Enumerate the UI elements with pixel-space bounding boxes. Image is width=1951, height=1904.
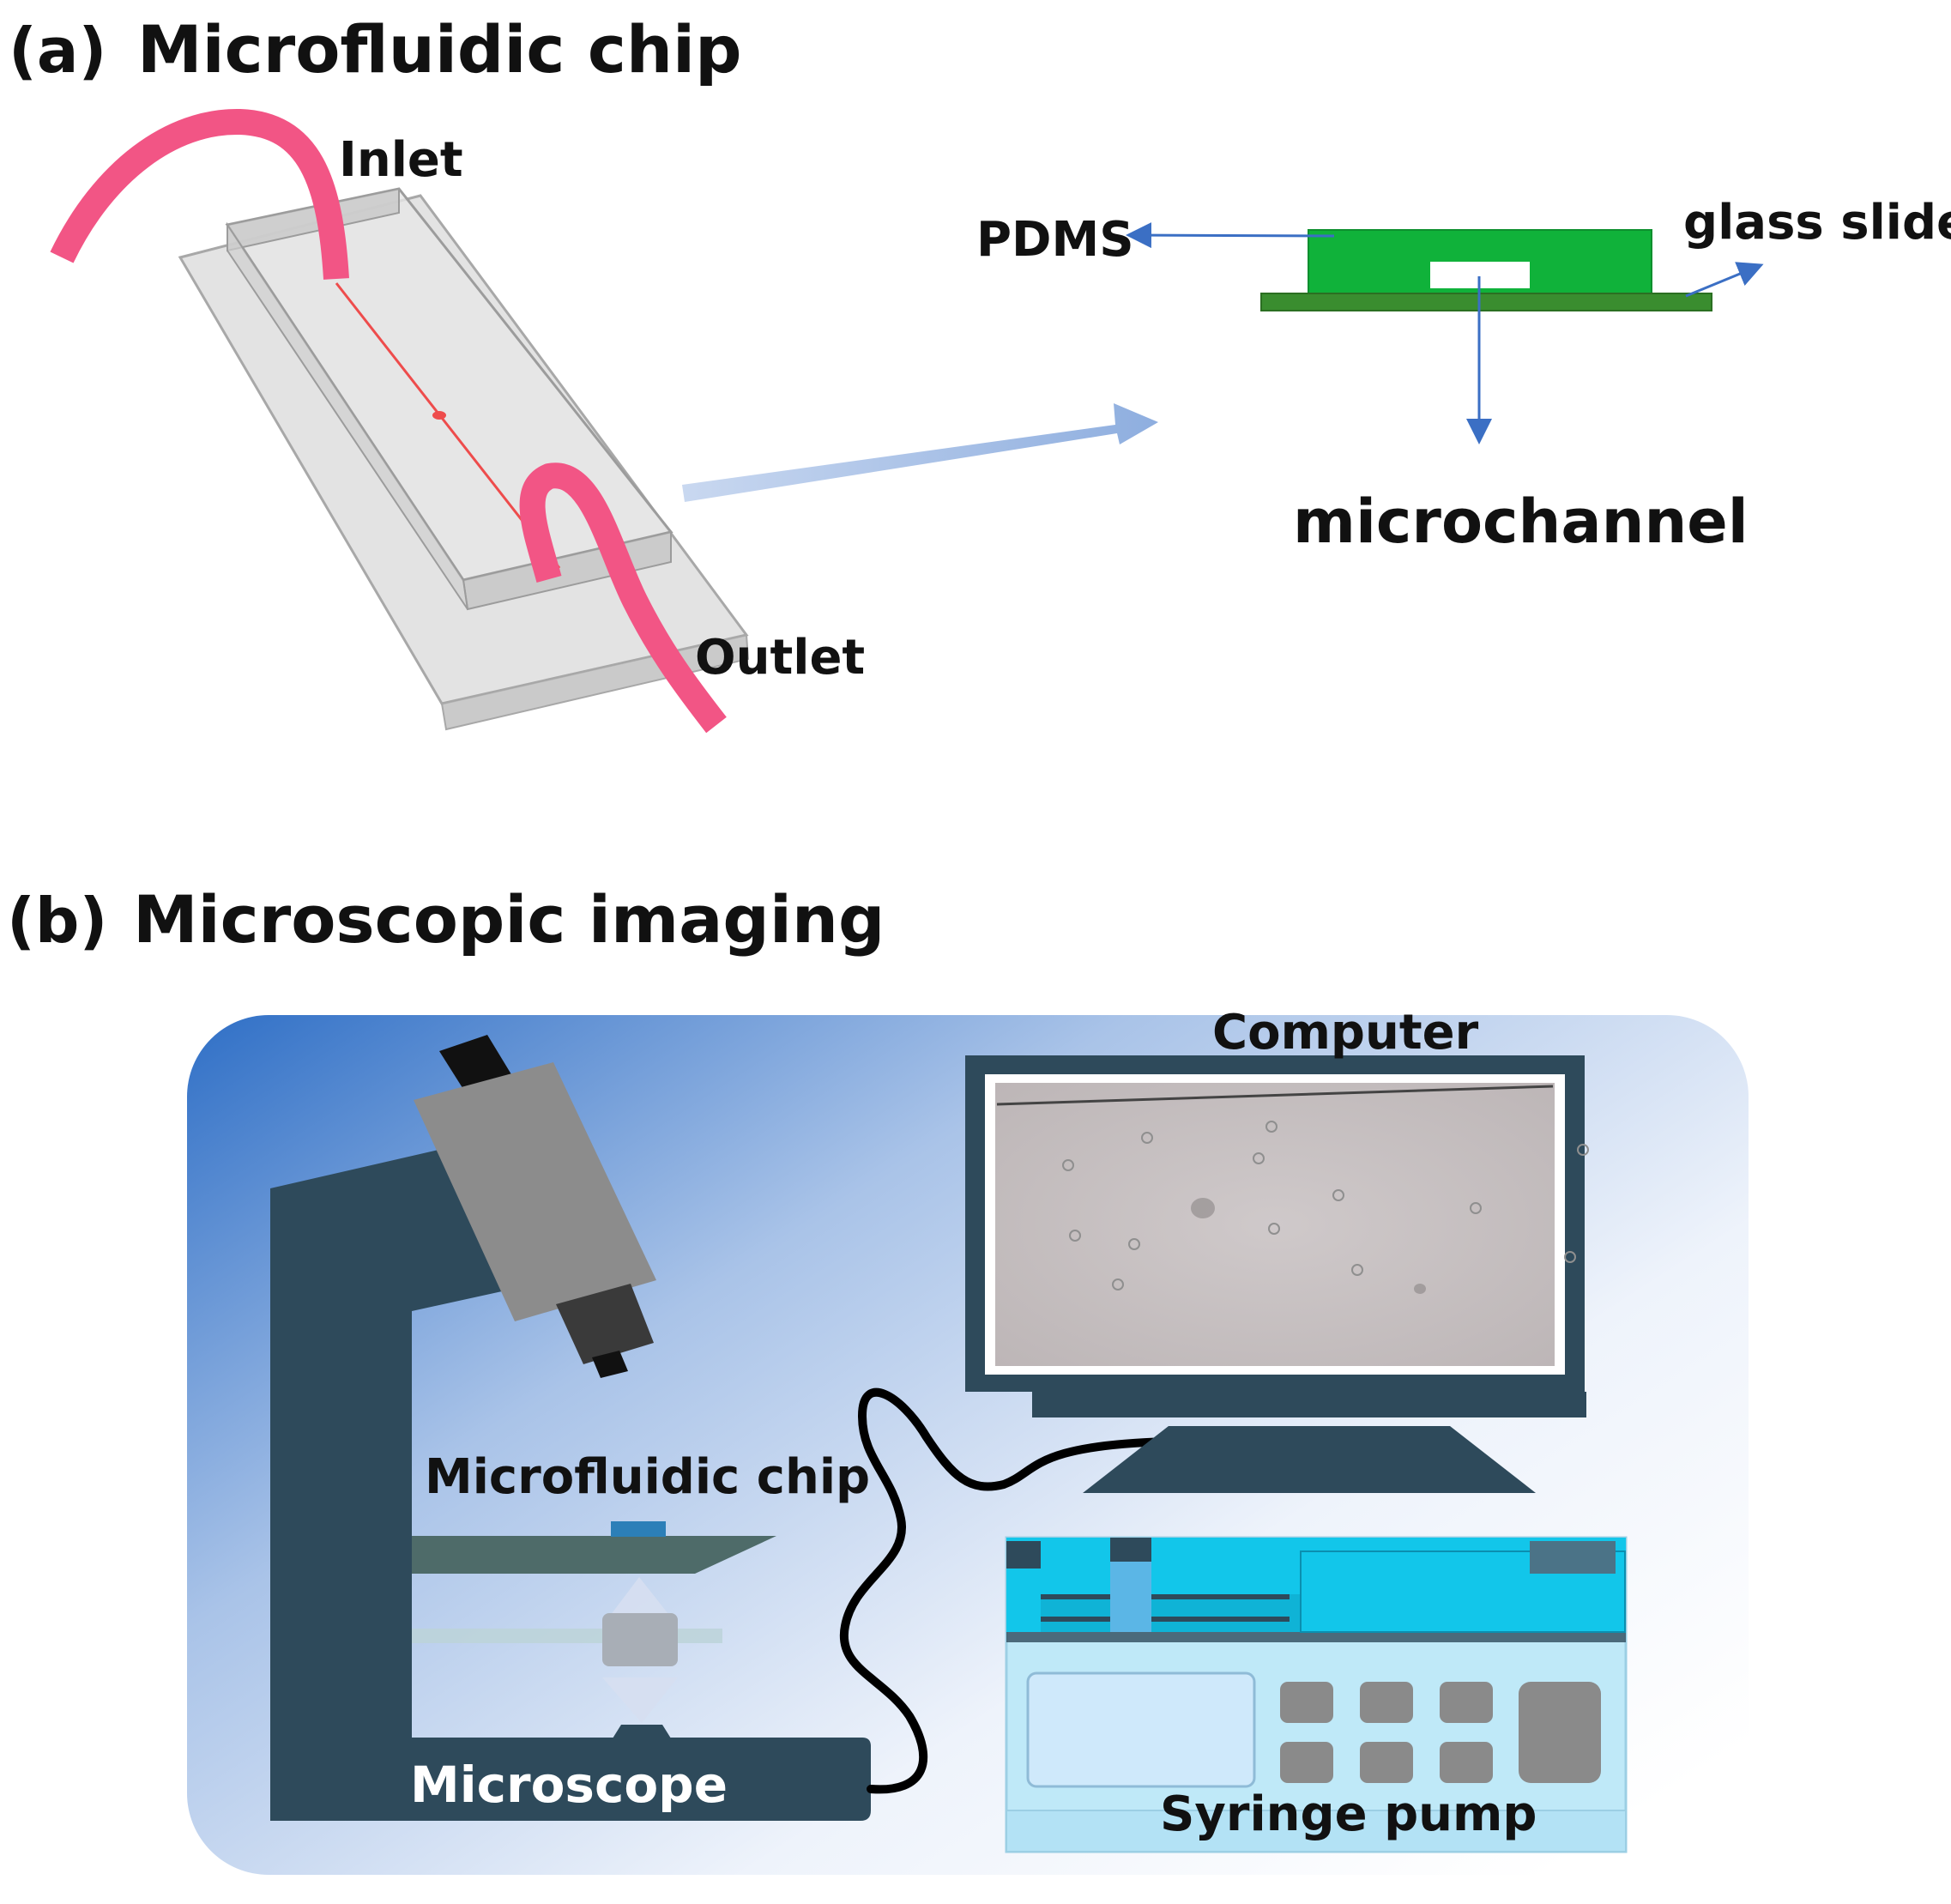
label-syringe-pump: Syringe pump	[1160, 1786, 1537, 1842]
cross-section-glass-slide	[1260, 293, 1712, 311]
label-glass-slide: glass slide	[1683, 195, 1951, 251]
transition-arrow	[682, 403, 1158, 502]
label-microfluidic-chip: Microfluidic chip	[425, 1449, 870, 1505]
pdms-pointer	[1126, 222, 1335, 249]
computer	[965, 1055, 1589, 1493]
cable	[839, 1387, 1171, 1794]
panel-a: (a) Microfluidic chip Inlet Outlet PDMS …	[9, 11, 1951, 734]
panel-a-title: Microfluidic chip	[137, 11, 741, 88]
syringe-pump	[1005, 1536, 1628, 1853]
label-microscope: Microscope	[410, 1756, 728, 1814]
outlet-tube	[519, 462, 727, 734]
label-pdms: PDMS	[976, 212, 1134, 268]
inlet-tube	[50, 108, 349, 280]
panel-b-letter: (b)	[7, 885, 107, 957]
label-outlet: Outlet	[695, 630, 865, 686]
label-inlet: Inlet	[339, 132, 463, 188]
label-microchannel: microchannel	[1293, 487, 1749, 557]
screen-particles	[1062, 1121, 1589, 1290]
label-computer: Computer	[1212, 1005, 1479, 1061]
panel-a-letter: (a)	[9, 15, 106, 87]
glass-slide-pointer	[1685, 262, 1764, 298]
microscope	[270, 1035, 871, 1821]
panel-b: (b) Microscopic imaging	[7, 881, 1749, 1875]
panel-b-title: Microscopic imaging	[133, 881, 885, 958]
monitor-stand	[1083, 1426, 1536, 1493]
